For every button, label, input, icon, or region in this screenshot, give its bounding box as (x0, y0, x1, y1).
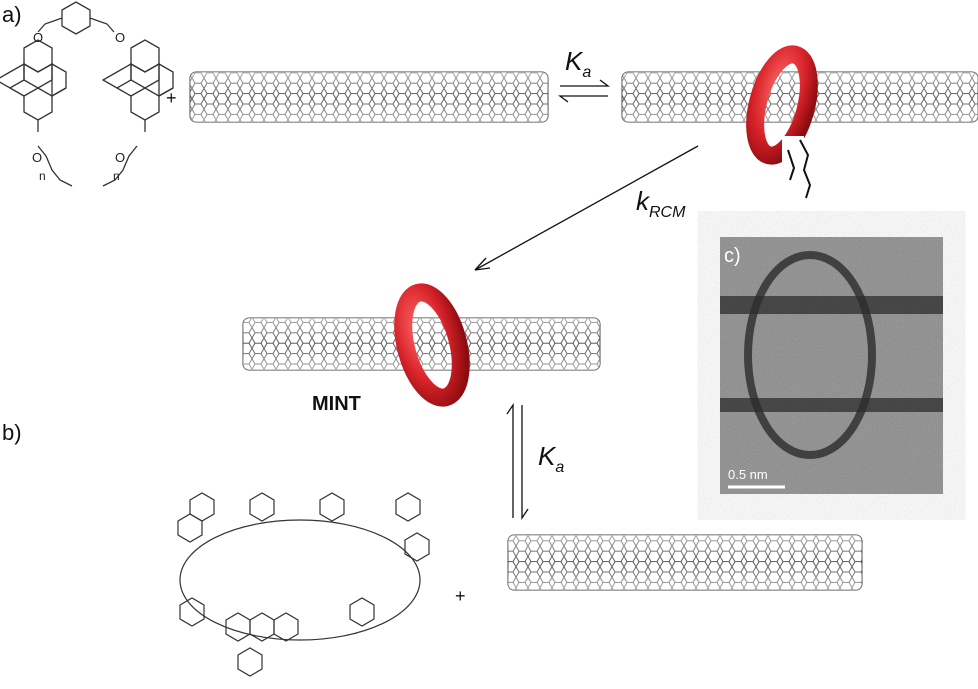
panel-label-b: b) (2, 420, 22, 445)
oxygen-label: O (115, 30, 125, 45)
panel-label-a: a) (2, 2, 22, 27)
panel-label-c: c) (724, 245, 741, 267)
plus-sign: + (455, 586, 466, 606)
scale-bar-label: 0.5 nm (728, 467, 768, 482)
plus-sign: + (166, 88, 177, 108)
association-constant-label: Ka (538, 441, 564, 476)
tem-micrograph: 0.5 nm c) (720, 237, 943, 494)
equilibrium-arrows-vertical (506, 402, 529, 521)
anthracene-macrocycle-molecule (177, 492, 430, 677)
ring-closing-metathesis-arrow (474, 145, 699, 271)
macrocycle-ring-open (746, 45, 818, 199)
repeat-unit-n: n (39, 169, 46, 183)
association-constant-label: Ka (565, 46, 591, 81)
rcm-rate-constant-label: kRCM (636, 186, 686, 221)
repeat-unit-n: n (113, 169, 120, 183)
oxygen-label: O (115, 150, 125, 165)
carbon-nanotube (507, 534, 863, 591)
bis-pyrene-molecule (0, 1, 174, 187)
equilibrium-arrows (558, 79, 610, 103)
oxygen-label: O (32, 150, 42, 165)
macrocycle-ring-closed (394, 283, 470, 407)
mint-label: MINT (312, 393, 361, 415)
carbon-nanotube (189, 71, 549, 123)
oxygen-label: O (33, 30, 43, 45)
carbon-nanotube (242, 317, 601, 371)
